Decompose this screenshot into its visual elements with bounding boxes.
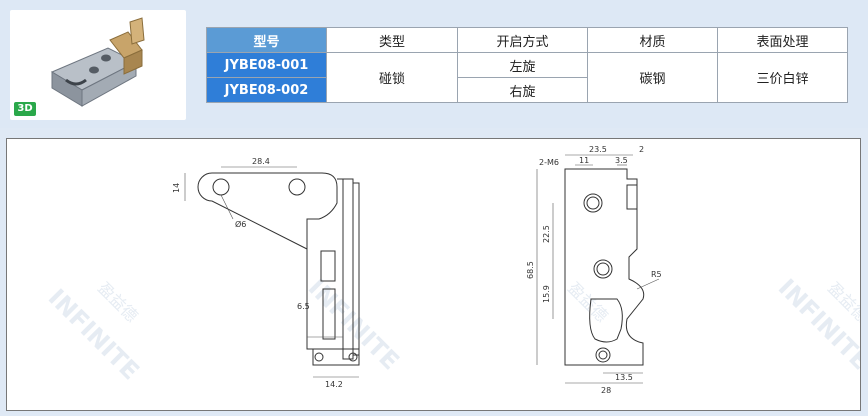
left-dim-labels: 28.4 14 Ø6 6.5 14.2 — [172, 157, 343, 389]
dim-h-total: 68.5 — [526, 261, 535, 279]
dim-off-c: 13.5 — [615, 373, 633, 382]
dim-width-top: 28.4 — [252, 157, 270, 166]
right-dims — [536, 154, 660, 384]
model-cell[interactable]: JYBE08-002 — [206, 77, 327, 103]
header-opening: 开启方式 — [457, 27, 588, 53]
dim-hole: Ø6 — [235, 219, 246, 229]
watermark-brand: INFINITE — [303, 273, 405, 375]
right-view — [564, 168, 645, 366]
dim-width-bottom: 28 — [601, 386, 611, 395]
dim-h-a: 22.5 — [542, 225, 551, 243]
header-finish: 表面处理 — [717, 27, 848, 53]
opening-cell: 左旋 — [457, 52, 588, 78]
watermark-cn-group: 盈益德 盈益德 盈益德 — [94, 278, 868, 325]
right-dim-labels: 23.5 2 2-M6 11 3.5 22.5 68.5 15.9 R5 28 … — [526, 145, 662, 395]
material-cell: 碳钢 — [587, 52, 718, 103]
dim-width-top: 23.5 — [589, 145, 607, 154]
3d-badge[interactable]: 3D — [14, 102, 36, 116]
left-dims — [184, 166, 359, 378]
opening-cell: 右旋 — [457, 77, 588, 103]
table-header-row: 型号 类型 开启方式 材质 表面处理 — [206, 27, 848, 53]
dim-width-bottom: 14.2 — [325, 380, 343, 389]
header-type: 类型 — [326, 27, 458, 53]
table-row: JYBE08-001 碰锁 左旋 碳钢 三价白锌 — [206, 52, 848, 103]
technical-drawing: INFINITE INFINITE INFINITE 盈益德 盈益德 盈益德 — [6, 138, 868, 411]
drawing-svg: INFINITE INFINITE INFINITE 盈益德 盈益德 盈益德 — [43, 145, 868, 395]
header-model: 型号 — [206, 27, 327, 53]
dim-height: 14 — [172, 183, 181, 193]
type-cell: 碰锁 — [326, 52, 458, 103]
spec-table: 型号 类型 开启方式 材质 表面处理 JYBE08-001 碰锁 左旋 碳钢 三… — [206, 27, 848, 103]
watermark-brand: INFINITE — [43, 283, 145, 385]
dim-hole-label: 2-M6 — [539, 158, 559, 167]
latch-3d-image — [50, 17, 145, 107]
watermark-cn: 盈益德 — [94, 278, 141, 325]
model-cell[interactable]: JYBE08-001 — [206, 52, 327, 78]
finish-cell: 三价白锌 — [717, 52, 848, 103]
header-material: 材质 — [587, 27, 718, 53]
product-thumbnail: 3D — [10, 10, 186, 120]
dim-h-b: 15.9 — [542, 285, 551, 303]
dim-gap: 2 — [639, 145, 644, 154]
dim-offset: 6.5 — [297, 302, 310, 311]
table-row: JYBE08-002 右旋 — [206, 77, 848, 103]
watermark-cn: 盈益德 — [564, 278, 611, 325]
watermark-group: INFINITE INFINITE INFINITE — [43, 273, 868, 385]
dim-off-a: 11 — [579, 156, 589, 165]
left-view — [197, 172, 360, 366]
dim-off-b: 3.5 — [615, 156, 628, 165]
dim-radius: R5 — [651, 270, 662, 279]
